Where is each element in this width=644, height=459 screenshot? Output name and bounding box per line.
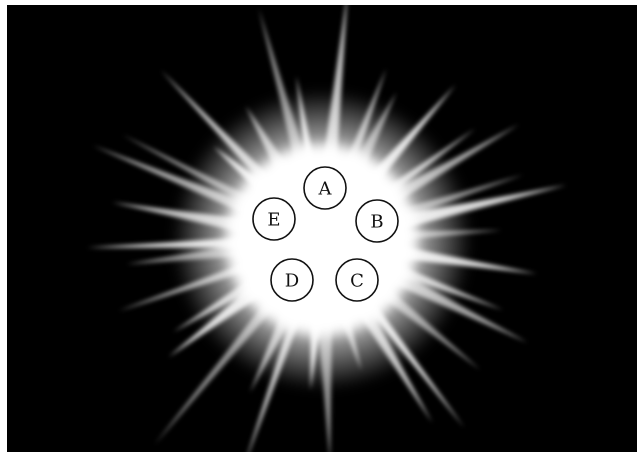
node-d: D: [271, 259, 313, 301]
node-e: E: [253, 198, 295, 240]
node-c: C: [336, 259, 378, 301]
node-d-label: D: [285, 271, 299, 292]
node-a: A: [304, 167, 346, 209]
node-a-label: A: [318, 179, 333, 200]
node-c-label: C: [350, 271, 364, 292]
node-e-label: E: [267, 210, 280, 231]
node-b-label: B: [370, 212, 383, 233]
starburst-figure: A B C D E: [7, 5, 637, 452]
node-b: B: [356, 200, 398, 242]
starburst-svg: A B C D E: [7, 5, 637, 452]
